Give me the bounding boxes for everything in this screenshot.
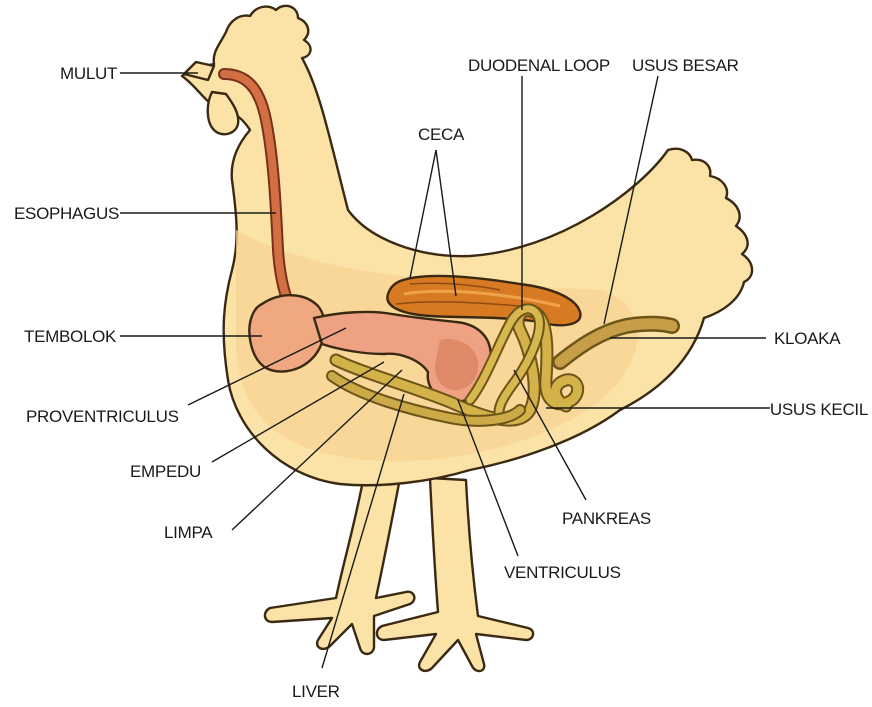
label-kloaka: KLOAKA: [774, 329, 841, 348]
label-limpa: LIMPA: [164, 523, 213, 542]
label-ventriculus: VENTRICULUS: [504, 563, 621, 582]
label-duodenal-loop: DUODENAL LOOP: [468, 56, 610, 75]
label-ceca: CECA: [418, 125, 465, 144]
label-empedu: EMPEDU: [130, 462, 201, 481]
label-liver: LIVER: [292, 682, 340, 701]
label-tembolok: TEMBOLOK: [24, 327, 117, 346]
label-proventriculus: PROVENTRICULUS: [26, 407, 179, 426]
label-pankreas: PANKREAS: [562, 509, 651, 528]
label-usus-kecil: USUS KECIL: [770, 400, 868, 419]
label-esophagus: ESOPHAGUS: [14, 204, 119, 223]
label-usus-besar: USUS BESAR: [632, 56, 739, 75]
label-mulut: MULUT: [60, 64, 117, 83]
